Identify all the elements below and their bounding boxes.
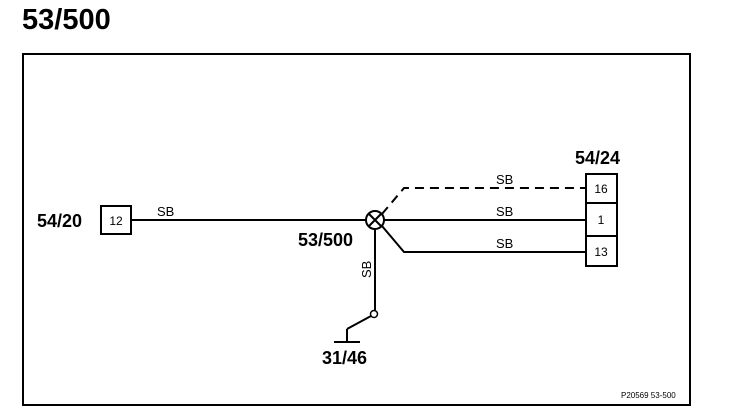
ground-contact: [346, 315, 372, 330]
page-title: 53/500: [22, 4, 111, 36]
wire-bottom: [381, 225, 586, 253]
connector-54-24-body: [585, 173, 618, 267]
connector-54-24-pin-16: 16: [594, 182, 608, 196]
connector-54-24-pin-13: 13: [594, 245, 608, 259]
reference-code: P20569 53-500: [621, 391, 676, 400]
wire-ground-color: SB: [359, 261, 374, 278]
connector-54-24-pin-1: 1: [598, 213, 605, 227]
ground-label: 31/46: [322, 348, 367, 368]
wire-middle-color: SB: [496, 204, 513, 219]
diagram-frame: [22, 53, 691, 406]
splice-cross-b: [368, 213, 382, 227]
connector-54-24-label: 54/24: [575, 148, 620, 168]
wire-top-color: SB: [496, 172, 513, 187]
wire-left-color: SB: [157, 204, 174, 219]
splice-label: 53/500: [298, 230, 353, 250]
connector-54-20-pin: 12: [109, 214, 123, 228]
connector-54-20-label: 54/20: [37, 211, 82, 231]
ground-terminal-icon: [369, 309, 379, 319]
wire-bottom-color: SB: [496, 236, 513, 251]
wire-top-dashed: [381, 187, 586, 215]
connector-54-20-pin-box: [100, 205, 132, 235]
